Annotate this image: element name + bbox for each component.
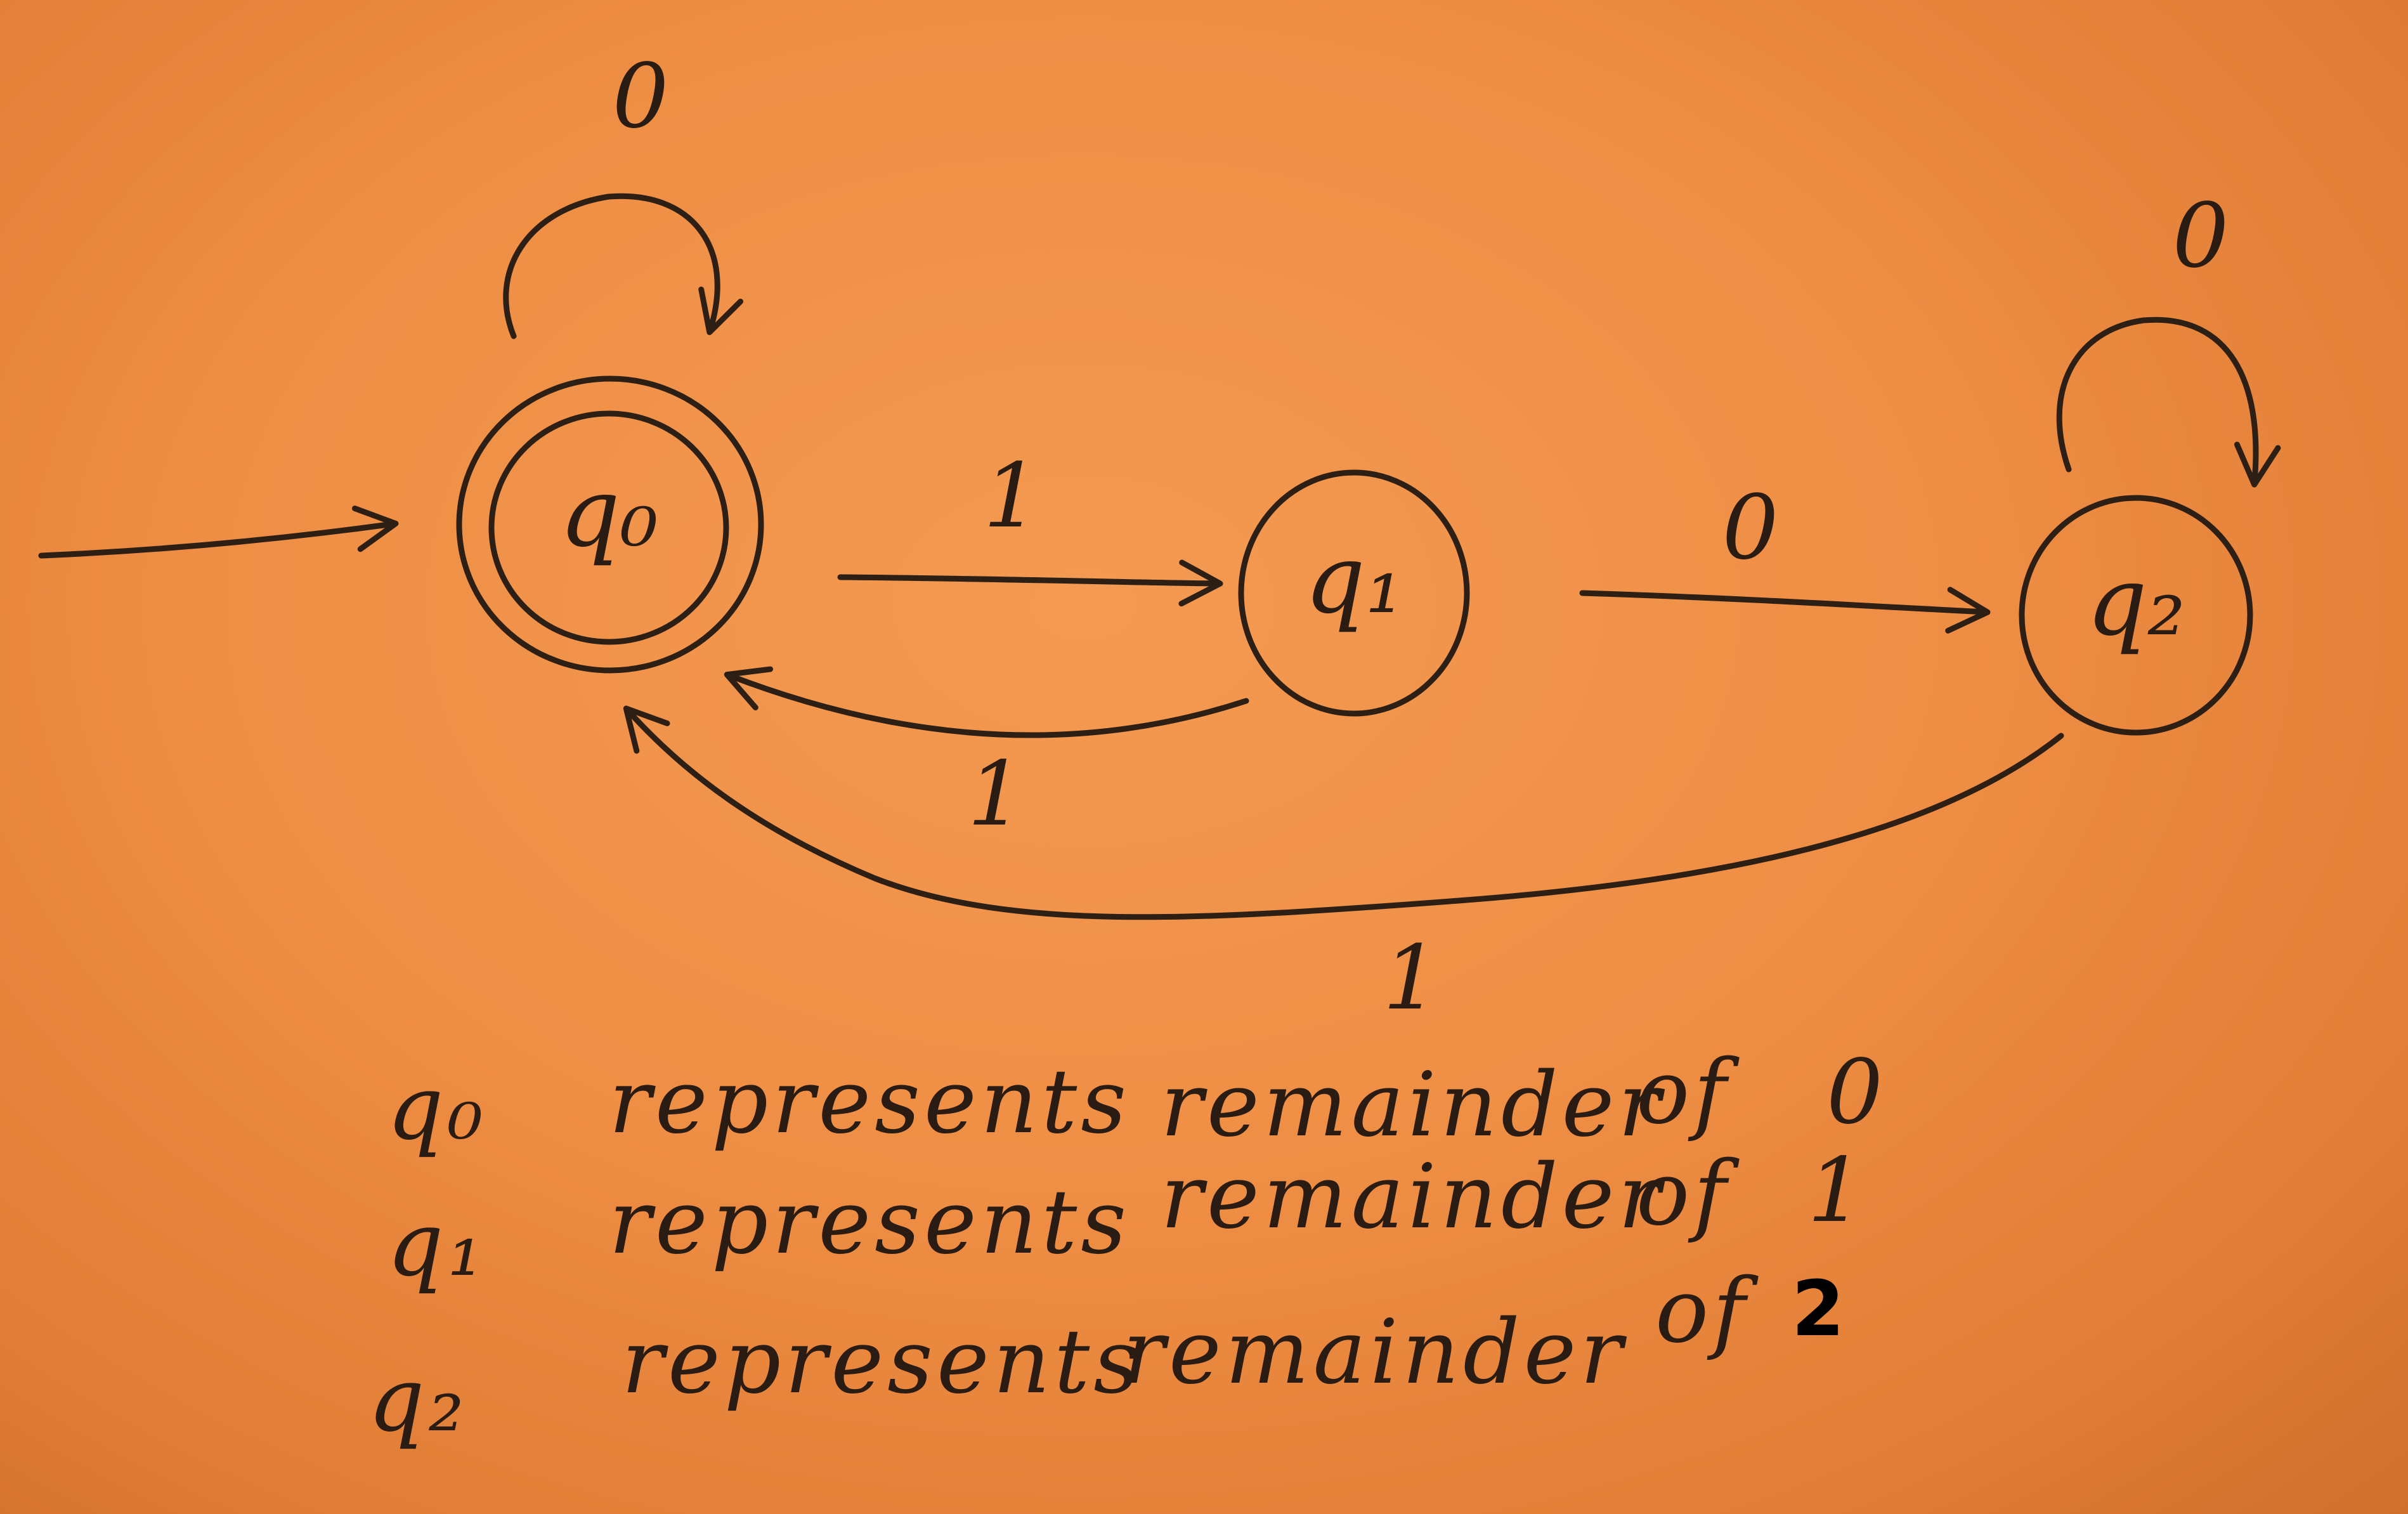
- loop-q0-label: 0: [612, 45, 668, 148]
- state-q2-label: q₂: [2086, 547, 2185, 657]
- legend-q1-remainder: remainder: [1161, 1145, 1665, 1249]
- start-arrow: [38, 506, 399, 559]
- state-q1-circle: [1238, 469, 1470, 717]
- legend-q1-state: q₁: [387, 1193, 487, 1296]
- edge-q1-q2: [1579, 587, 1991, 634]
- loop-q2-label: 0: [2172, 185, 2229, 288]
- legend: q₀ represents remainder of 0 q₁ represen…: [368, 1041, 1887, 1452]
- state-q0-label: q₀: [559, 458, 658, 568]
- legend-row-q1: q₁ represents remainder of 1: [387, 1139, 1868, 1296]
- legend-row-q0: q₀ represents remainder of 0: [387, 1041, 1887, 1160]
- legend-q2-state: q₂: [368, 1348, 468, 1452]
- state-q2-circle: [2019, 495, 2253, 736]
- state-q0: q₀: [456, 375, 764, 674]
- edge-q0-q1: [837, 559, 1223, 607]
- state-q1: q₁: [1238, 469, 1470, 717]
- state-q2: q₂: [2019, 495, 2253, 736]
- legend-q1-represents: represents: [609, 1171, 1130, 1274]
- loop-q2: [2056, 317, 2281, 488]
- legend-q0-of: of: [1636, 1041, 1740, 1144]
- legend-q2-represents: represents: [622, 1310, 1143, 1414]
- legend-q0-state: q₀: [387, 1057, 487, 1160]
- legend-q2-remainder: remainder: [1123, 1301, 1627, 1404]
- legend-q2-value: 2: [1792, 1265, 1845, 1354]
- edge-q0-q1-label: 1: [983, 445, 1039, 548]
- legend-q0-represents: represents: [609, 1050, 1130, 1154]
- edge-q1-q2-label: 0: [1722, 476, 1778, 580]
- legend-q1-value: 1: [1807, 1139, 1868, 1243]
- legend-q0-value: 0: [1826, 1041, 1887, 1144]
- legend-q1-of: of: [1636, 1142, 1740, 1246]
- state-q1-label: q₁: [1305, 525, 1403, 635]
- edge-q2-q0-label: 1: [1383, 927, 1439, 1030]
- state-q0-outer-circle: [456, 375, 764, 674]
- legend-q2-of: of: [1655, 1260, 1759, 1363]
- loop-q0: [503, 193, 744, 339]
- edge-q1-q0-label: 1: [967, 743, 1024, 846]
- legend-q0-remainder: remainder: [1161, 1054, 1665, 1157]
- edge-q2-q0: [623, 705, 2064, 920]
- legend-row-q2: q₂ represents remainder of 2: [368, 1260, 1845, 1452]
- state-q0-inner-circle: [488, 410, 729, 645]
- edge-q1-q0: [724, 666, 1249, 738]
